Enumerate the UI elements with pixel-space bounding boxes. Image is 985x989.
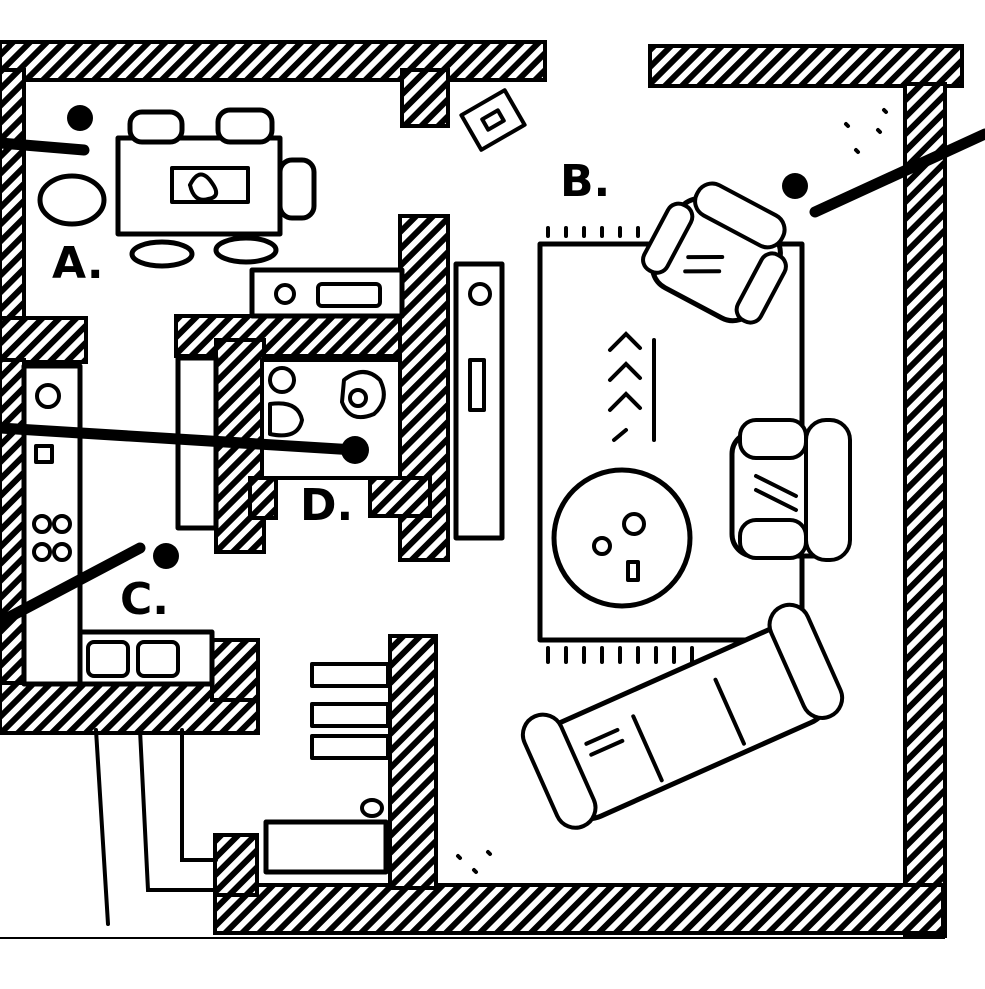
sideboard-drawer [316,282,382,308]
stairs-left [94,728,218,926]
tall-cabinet [453,261,505,541]
sink [268,366,296,394]
dining-chair [129,239,195,269]
pointer-dot [341,436,369,464]
rug-pattern [608,331,656,442]
living-area [456,108,888,874]
rug-fringe-bottom [546,646,694,664]
toilet [268,401,304,438]
counter-sink-basin [136,640,180,678]
pointer-line [0,137,90,156]
armchair-top [641,181,788,325]
pointers [0,105,985,628]
rug-fringe-top [546,226,640,238]
wall-kitchen-stub [210,638,260,702]
stair-step [310,734,390,760]
coffee-table [551,467,693,609]
dining-chair [215,107,275,145]
armchair-right [729,418,852,562]
stove-burner [52,514,72,534]
pointer-dot [153,543,179,569]
wall-top-left [0,40,547,82]
room-labels: A. B. C. D. [52,156,610,625]
coffee-table-item [622,512,646,536]
room-label-b: B. [560,156,610,207]
hall-bench-item [360,798,384,818]
pointer-line [0,542,146,628]
pointer-line [0,422,361,456]
coffee-table-item [592,536,612,556]
wall-bottom [213,883,945,935]
kitchen [21,363,215,687]
wall-left-mid [0,316,88,364]
pointer-line [809,128,985,218]
wall-bath-bottom-left [248,476,278,520]
room-label-c: C. [120,574,169,625]
round-stool [37,173,107,227]
dining-area [37,88,527,319]
floor-specks [456,108,888,874]
wall-hall-right [388,634,438,890]
stove-burner [32,542,52,562]
counter-sink-basin [86,640,130,678]
hall-bench [263,819,389,875]
shower-drain [348,388,368,408]
dining-chair [127,109,185,145]
pointer-dot [782,173,808,199]
coffee-table-item [626,560,640,582]
room-label-a: A. [52,238,104,289]
tall-cabinet-knob [468,282,492,306]
tall-cabinet-handle [468,358,486,412]
stove-burner [32,514,52,534]
counter-appliance [34,444,54,464]
room-label-d: D. [300,480,353,531]
sofa [520,602,845,830]
sideboard-knob [274,283,296,305]
dining-chair [213,235,279,265]
table-runner [170,166,250,204]
wall-top-notch [400,68,450,128]
wall-bath-bottom-right [368,476,432,518]
pointer-dot [67,105,93,131]
wall-bottom-left-stub [213,833,259,897]
stair-step [310,702,390,728]
floor-mat-inner [480,108,506,132]
dining-chair [277,157,317,221]
stove-burner [52,542,72,562]
table-centerpiece [188,172,219,202]
stair-step [310,662,390,688]
wall-top-right [648,44,964,88]
wall-left-lower [0,358,26,732]
counter-sink [35,383,61,409]
walls [0,40,964,938]
hallway [94,662,390,926]
wall-right [903,82,947,938]
